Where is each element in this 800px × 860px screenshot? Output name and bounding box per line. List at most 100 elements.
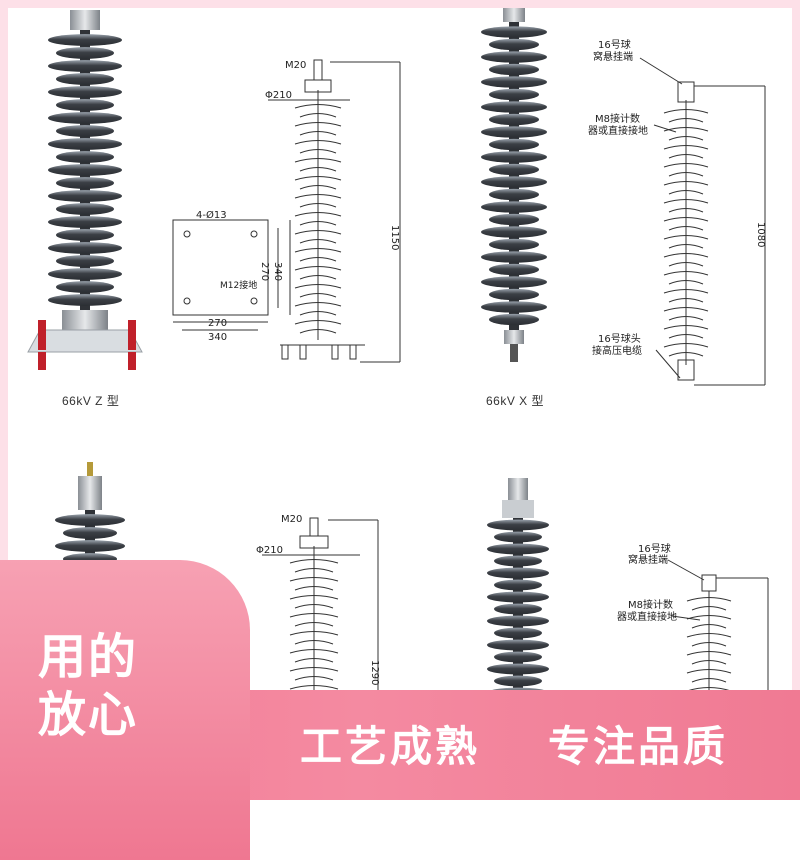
dim-counter-1: M8接计数 (595, 112, 640, 125)
shed-disc (487, 519, 549, 531)
dim-shed-diameter: Φ210 (265, 90, 292, 101)
shed-disc (48, 86, 122, 98)
shed-disc (489, 113, 539, 126)
shed-disc (489, 313, 539, 326)
bubble-line-2: 放心 (38, 687, 139, 743)
shed-disc (481, 301, 547, 313)
drawing-bottom-left-dimensions (262, 517, 379, 700)
dim-ground: M12接地 (220, 279, 257, 291)
base-hole-icons (183, 230, 258, 305)
shed-disc (48, 294, 122, 306)
shed-disc (489, 38, 539, 51)
arrester-photo-x (481, 8, 547, 362)
shed-disc (48, 216, 122, 228)
shed-disc (48, 164, 122, 176)
shed-disc (48, 60, 122, 72)
shed-disc (487, 663, 549, 675)
dim-base-outer-v: 340 (272, 262, 283, 281)
dim-top-ball-2-b: 窝悬挂端 (628, 553, 668, 566)
model-label-z: 66kV Z 型 (62, 394, 120, 408)
shed-disc (489, 88, 539, 101)
shed-disc (481, 51, 547, 63)
shed-disc (481, 226, 547, 238)
shed-disc (56, 47, 114, 59)
shed-disc (489, 188, 539, 201)
drawing-bottom-right-dimensions (667, 559, 769, 701)
shed-disc (48, 112, 122, 124)
dim-counter-2: 器或直接接地 (588, 124, 648, 137)
shed-disc (56, 203, 114, 215)
shed-disc (481, 76, 547, 88)
dim-base-inner-h: 270 (208, 318, 227, 329)
shed-disc (487, 639, 549, 651)
shed-disc (48, 34, 122, 46)
shed-disc (481, 126, 547, 138)
shed-disc (56, 99, 114, 111)
dim-top-fitting: M20 (285, 60, 306, 71)
model-label-x: 66kV X 型 (486, 394, 545, 408)
shed-disc (48, 190, 122, 202)
shed-disc (481, 276, 547, 288)
bubble-line-1: 用的 (38, 629, 139, 685)
shed-disc (48, 242, 122, 254)
shed-disc (481, 151, 547, 163)
shed-disc (494, 627, 542, 639)
shed-disc (487, 615, 549, 627)
shed-disc (481, 101, 547, 113)
shed-disc (489, 263, 539, 276)
shed-disc (489, 238, 539, 251)
dim-bottom-ball-2: 接高压电缆 (592, 344, 642, 357)
dim-height: 1150 (389, 225, 400, 250)
shed-disc (48, 268, 122, 280)
dim-top-ball-2: 窝悬挂端 (593, 50, 633, 63)
product-drawings: M20 Φ210 1150 4-Ø13 M12接地 270 340 270 34… (27, 8, 769, 710)
shed-disc (494, 555, 542, 567)
shed-disc (487, 567, 549, 579)
shed-disc (481, 176, 547, 188)
dim-height-x: 1080 (755, 222, 766, 247)
dim-counter-1-b: M8接计数 (628, 598, 673, 611)
dim-top-ball-1: 16号球 (598, 38, 631, 51)
dim-base-holes: 4-Ø13 (196, 209, 227, 221)
drawing-x-dimensions (639, 57, 766, 386)
shed-disc (494, 603, 542, 615)
shed-disc (489, 213, 539, 226)
shed-disc (48, 138, 122, 150)
drawing-z-dimensions (172, 59, 401, 363)
shed-disc (55, 514, 125, 526)
shed-disc (481, 201, 547, 213)
dim-top-ball-1-b: 16号球 (638, 542, 671, 555)
shed-disc (489, 163, 539, 176)
shed-disc (489, 63, 539, 76)
shed-disc (56, 177, 114, 189)
shed-disc (494, 531, 542, 543)
promo-bubble-text: 用的 放心 (38, 628, 198, 744)
dim-counter-2-b: 器或直接接地 (617, 610, 677, 623)
shed-disc (63, 527, 117, 539)
shed-disc (55, 540, 125, 552)
arrester-photo-z (27, 10, 143, 370)
slogan-left: 工艺成熟 (300, 722, 481, 771)
bolt-icon (128, 320, 136, 350)
dim-bottom-ball-1: 16号球头 (598, 332, 641, 345)
shed-disc (56, 73, 114, 85)
arrester-photo-bottom-right (487, 478, 549, 708)
shed-disc (487, 543, 549, 555)
shed-disc (487, 591, 549, 603)
shed-disc (494, 579, 542, 591)
shed-disc (494, 675, 542, 687)
dim-top-fitting-b: M20 (281, 514, 302, 525)
slogan-right: 专注品质 (548, 722, 729, 771)
shed-disc (489, 138, 539, 151)
shed-disc (481, 251, 547, 263)
dim-height-b: 1290 (369, 660, 380, 685)
shed-disc (489, 288, 539, 301)
shed-disc (56, 255, 114, 267)
bolt-icon (38, 320, 46, 350)
shed-disc (481, 26, 547, 38)
shed-disc (494, 651, 542, 663)
shed-disc (56, 229, 114, 241)
dim-base-inner-v: 270 (259, 262, 270, 281)
dim-shed-diameter-b: Φ210 (256, 545, 283, 556)
dim-base-outer-h: 340 (208, 332, 227, 343)
